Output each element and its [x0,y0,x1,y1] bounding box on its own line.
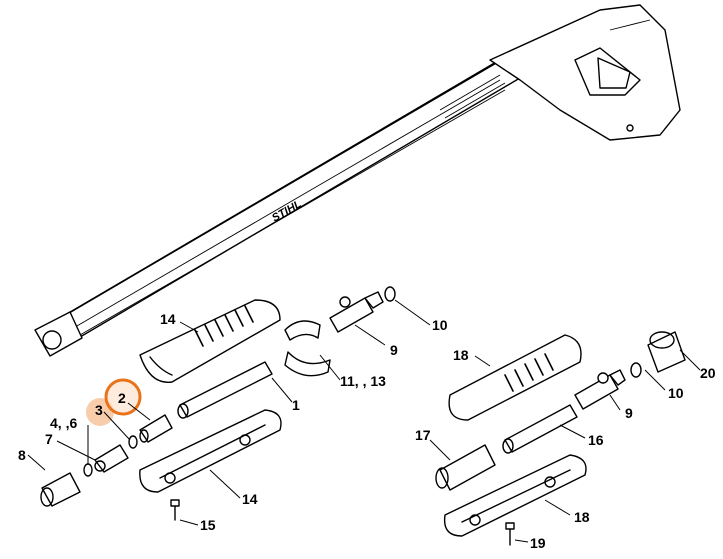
screw-part-15 [170,499,180,521]
label-part-18-upper: 18 [453,347,469,363]
label-part-1: 1 [292,397,300,413]
lance-logo: STIHL [270,198,304,224]
screw-part-19 [505,522,515,546]
fitting-part-9-right [574,369,626,410]
o-ring-part-4-6 [83,463,93,477]
nozzle-part-2 [139,414,173,443]
label-part-10-right: 10 [668,385,684,401]
tube-part-16 [502,404,578,454]
housing-shell-upper-18 [448,334,582,421]
label-part-3: 3 [95,402,103,418]
cap-part-8 [40,472,81,507]
housing-shell-lower-18 [443,454,587,537]
label-part-9-right: 9 [625,405,633,421]
clip-parts-11-13 [284,320,331,377]
label-part-4-6: 4, ,6 [50,415,77,431]
nozzle-tip-part-7 [94,444,129,473]
connector-part-17 [435,444,496,491]
housing-shell-upper-14 [139,299,281,383]
label-part-15: 15 [200,517,216,533]
label-part-9-left: 9 [390,342,398,358]
leader-lines [27,299,701,543]
label-part-7: 7 [45,431,53,447]
part-labels: 1 2 3 4, ,6 7 8 9 9 10 10 11, , 13 14 14… [18,311,716,551]
label-part-14-lower: 14 [242,491,258,507]
tube-part-1 [177,361,273,419]
fitting-part-9-left [329,291,384,333]
label-part-17: 17 [415,427,431,443]
collar-part-20 [647,331,686,373]
housing-shell-lower-14 [139,409,282,493]
o-ring-part-10-left [384,286,396,302]
label-part-20: 20 [700,365,716,381]
label-part-2: 2 [118,390,126,406]
label-part-10-left: 10 [432,317,448,333]
label-part-16: 16 [588,432,604,448]
label-part-8: 8 [18,447,26,463]
label-part-18-lower: 18 [574,509,590,525]
label-part-19: 19 [530,535,546,551]
o-ring-part-10-right [630,362,642,378]
label-part-11-13: 11, , 13 [340,373,386,389]
o-ring-part-3 [128,435,138,449]
label-part-14-upper: 14 [160,311,176,327]
